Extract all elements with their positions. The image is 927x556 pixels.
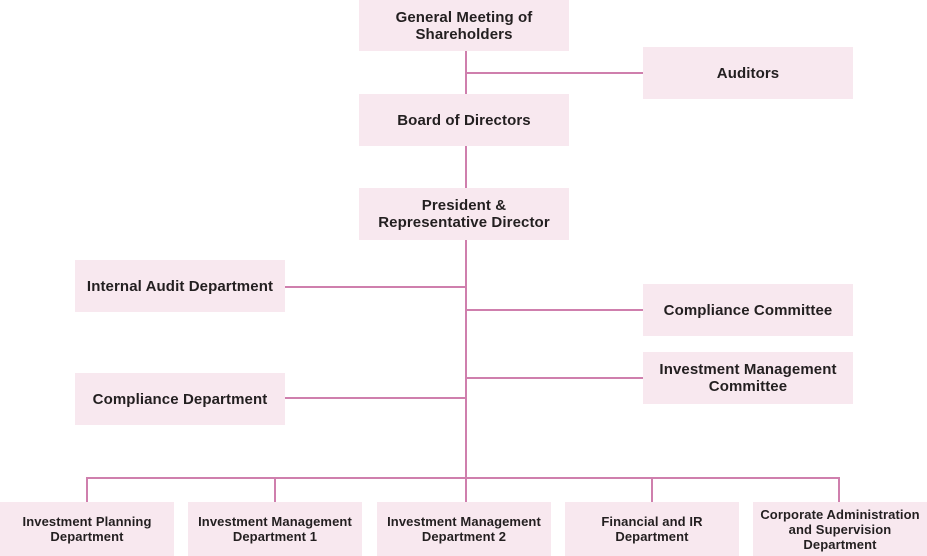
president-box: President & Representative Director	[359, 188, 569, 240]
connector-department-1	[86, 477, 88, 502]
department-box: Investment Management Department 1	[188, 502, 362, 556]
department-box: Financial and IR Department	[565, 502, 739, 556]
president-label: President & Representative Director	[378, 197, 550, 231]
connector-trunk	[465, 51, 467, 502]
connector-compliance-department	[284, 397, 466, 399]
department-box: Investment Planning Department	[0, 502, 174, 556]
auditors-label: Auditors	[716, 64, 780, 82]
connector-auditors	[466, 72, 643, 74]
department-label: Investment Planning Department	[22, 514, 152, 544]
compliance-department-label: Compliance Department	[92, 390, 268, 408]
connector-department-2	[274, 477, 276, 502]
auditors-box: Auditors	[643, 47, 853, 99]
compliance-committee-box: Compliance Committee	[643, 284, 853, 336]
connector-internal-audit	[284, 286, 466, 288]
connector-investment-committee	[466, 377, 643, 379]
connector-department-4	[651, 477, 653, 502]
internal-audit-department-box: Internal Audit Department	[75, 260, 285, 312]
connector-department-5	[838, 477, 840, 502]
department-label: Investment Management Department 1	[198, 514, 352, 544]
investment-management-committee-label: Investment Management Committee	[659, 361, 837, 395]
internal-audit-department-label: Internal Audit Department	[86, 277, 274, 295]
connector-compliance-committee	[466, 309, 643, 311]
department-label: Financial and IR Department	[601, 514, 703, 544]
department-box: Corporate Administration and Supervision…	[753, 502, 927, 556]
compliance-department-box: Compliance Department	[75, 373, 285, 425]
board-of-directors-box: Board of Directors	[359, 94, 569, 146]
connector-department-bus	[86, 477, 840, 479]
compliance-committee-label: Compliance Committee	[663, 301, 833, 319]
general-meeting-box: General Meeting of Shareholders	[359, 0, 569, 51]
board-of-directors-label: Board of Directors	[397, 111, 531, 129]
general-meeting-label: General Meeting of Shareholders	[395, 8, 533, 43]
department-label: Investment Management Department 2	[387, 514, 541, 544]
investment-management-committee-box: Investment Management Committee	[643, 352, 853, 404]
department-box: Investment Management Department 2	[377, 502, 551, 556]
department-label: Corporate Administration and Supervision…	[760, 506, 920, 552]
